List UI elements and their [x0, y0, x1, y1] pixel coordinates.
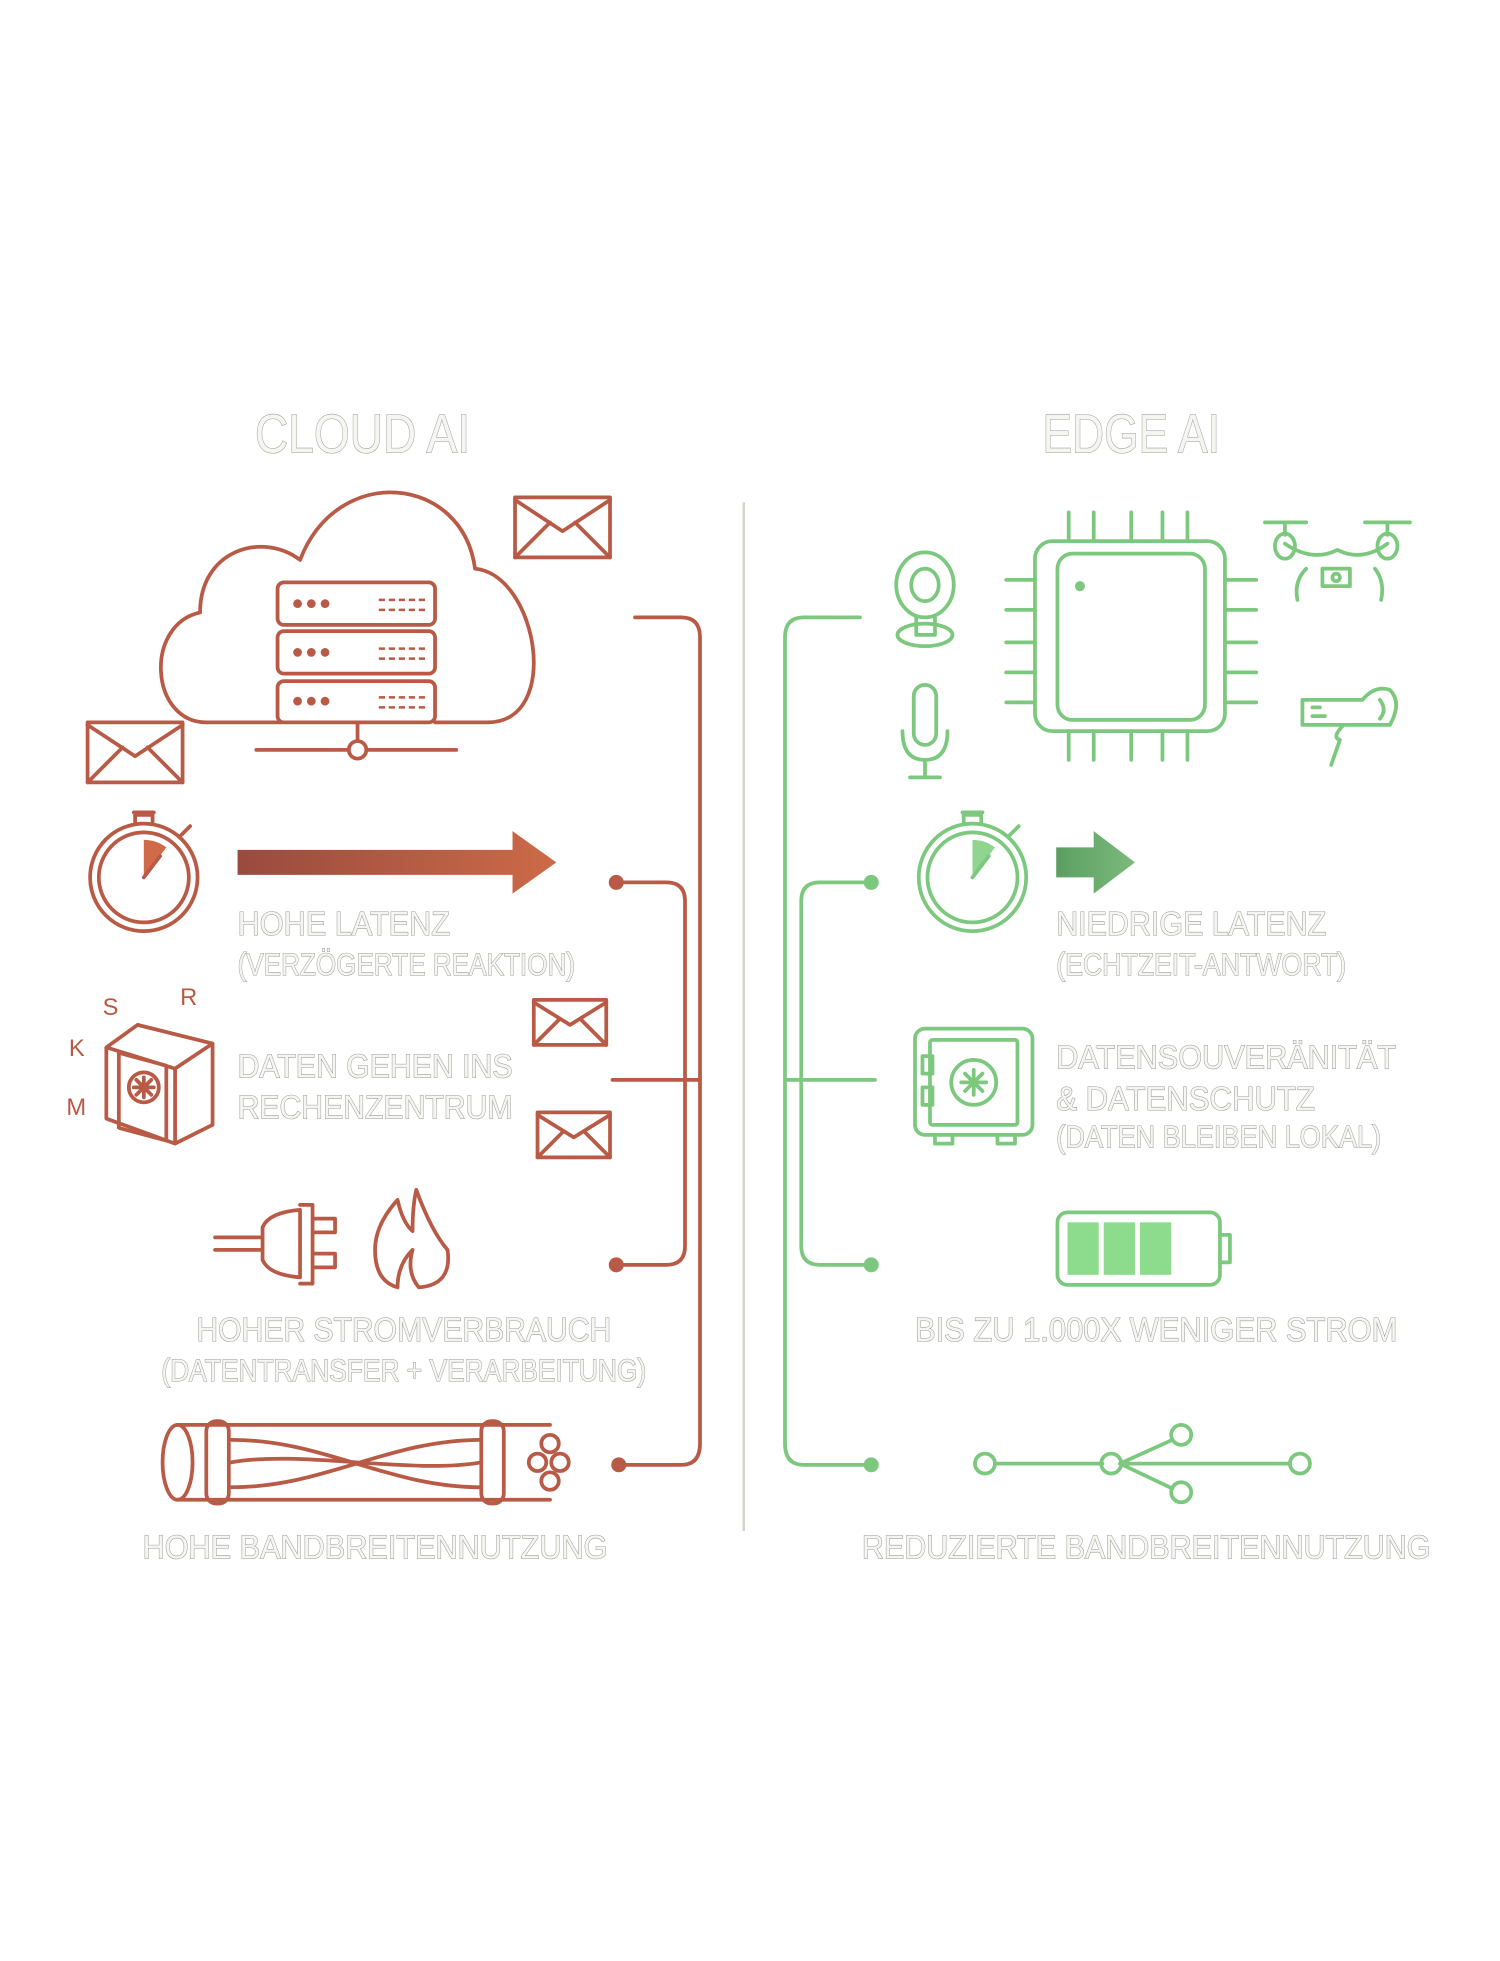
- safe-letter-m: M: [66, 1095, 86, 1121]
- cloud-server-icon: [159, 490, 536, 761]
- webcam-icon: [894, 550, 956, 649]
- cloud-latency-subtitle: (VERZÖGERTE REAKTION): [238, 947, 575, 982]
- cloud-bandwidth-title: HOHE BANDBREITENNUTZUNG: [143, 1529, 608, 1567]
- flame-icon: [373, 1187, 451, 1290]
- edge-bandwidth-title: REDUZIERTE BANDBREITENNUTZUNG: [862, 1529, 1431, 1567]
- battery-icon: [1055, 1210, 1232, 1287]
- edge-data-line3: (DATEN BLEIBEN LOKAL): [1056, 1119, 1381, 1154]
- edge-power-title: BIS ZU 1.000X WENIGER STROM: [915, 1311, 1397, 1349]
- latency-arrow-icon: [237, 831, 557, 894]
- cloud-data-line2: RECHENZENTRUM: [238, 1089, 513, 1127]
- microphone-icon: [900, 683, 950, 780]
- edge-data-line1: DATENSOUVERÄNITÄT: [1056, 1039, 1396, 1077]
- edge-latency-title: NIEDRIGE LATENZ: [1056, 905, 1326, 943]
- handheld-sensor-icon: [1300, 686, 1399, 767]
- edge-latency-subtitle: (ECHTZEIT-ANTWORT): [1056, 947, 1346, 982]
- stopwatch-icon: [916, 810, 1029, 934]
- edge-ai-title: EDGE AI: [1042, 402, 1219, 464]
- drone-icon: [1263, 520, 1412, 602]
- latency-arrow-icon: [1056, 831, 1135, 894]
- cloud-ai-title: CLOUD AI: [255, 402, 470, 464]
- envelope-icon: [535, 1110, 612, 1160]
- envelope-icon: [531, 997, 609, 1047]
- cloud-data-line1: DATEN GEHEN INS: [238, 1047, 513, 1085]
- power-plug-icon: [213, 1202, 337, 1286]
- envelope-icon: [513, 495, 612, 560]
- edge-connector-bracket: [783, 615, 879, 1473]
- safe-letter-s: S: [103, 995, 119, 1021]
- envelope-icon: [85, 720, 185, 785]
- cloud-power-subtitle: (DATENTRANSFER + VERARBEITUNG): [161, 1353, 646, 1388]
- safe-letter-r: R: [180, 985, 197, 1011]
- cloud-power-title: HOHER STROMVERBRAUCH: [196, 1311, 611, 1349]
- cloud-latency-title: HOHE LATENZ: [238, 905, 450, 943]
- chip-icon: [1004, 510, 1259, 762]
- edge-data-line2: & DATENSCHUTZ: [1056, 1080, 1315, 1118]
- safe-icon: [913, 1026, 1035, 1146]
- usb-share-icon: [973, 1422, 1312, 1505]
- safe-icon: [104, 1022, 215, 1146]
- stopwatch-icon: [88, 810, 200, 934]
- safe-letter-k: K: [69, 1036, 85, 1062]
- cloud-connector-bracket: [608, 615, 702, 1473]
- cable-bundle-icon: [160, 1419, 571, 1506]
